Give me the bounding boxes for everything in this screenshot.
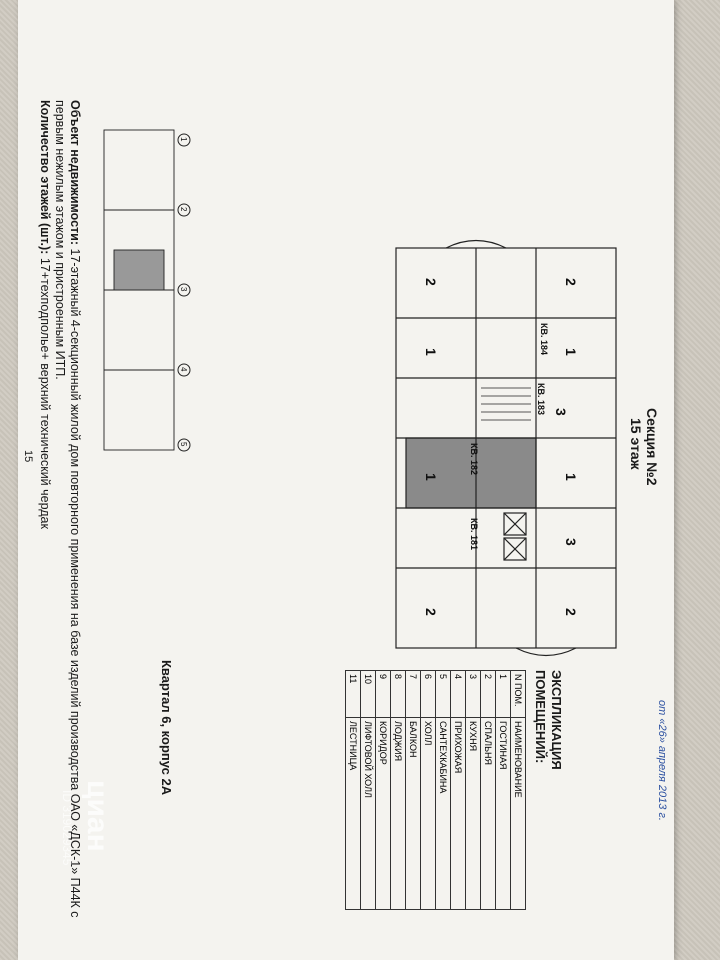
room-number: 9 <box>375 670 391 718</box>
room-name: БАЛКОН <box>405 717 421 910</box>
floor-plan: 2 1 3 1 3 2 2 1 1 2 КВ. 184 КВ. 183 КВ. 182 К… <box>395 239 617 657</box>
svg-text:3: 3 <box>179 287 188 292</box>
svg-text:5: 5 <box>179 442 188 447</box>
svg-text:1: 1 <box>563 473 579 481</box>
floors-line: Количество этажей (шт.): 17+техподполье+… <box>37 100 52 529</box>
floors-label: Количество этажей (шт.): <box>38 100 52 255</box>
room-number: 6 <box>420 670 436 718</box>
floors-text: 17+техподполье+ верхний технический черд… <box>38 254 52 529</box>
apt-184-label: КВ. 184 <box>539 323 549 355</box>
svg-text:1: 1 <box>423 348 439 356</box>
room-number: 1 <box>495 670 511 718</box>
svg-text:1: 1 <box>423 473 439 481</box>
svg-text:1: 1 <box>179 137 188 142</box>
svg-text:2: 2 <box>563 278 579 286</box>
room-number: 10 <box>360 670 376 718</box>
watermark-logo: циан <box>81 780 114 852</box>
svg-text:2: 2 <box>423 608 439 616</box>
table-header-row: N ПОМ. НАИМЕНОВАНИЕ <box>510 670 526 910</box>
document-page: Секция №2 15 этаж от «26» апреля 2013 г.… <box>18 0 674 960</box>
room-name: ХОЛЛ <box>420 717 436 910</box>
header-num: N ПОМ. <box>510 670 526 718</box>
explication-title: ЭКСПЛИКАЦИЯ <box>549 670 564 770</box>
svg-text:2: 2 <box>179 207 188 212</box>
object-line-2: первым нежилым этажом и пристроенным ИТП… <box>53 100 67 380</box>
room-name: КУХНЯ <box>465 717 481 910</box>
room-number: 2 <box>480 670 496 718</box>
svg-text:3: 3 <box>553 408 569 416</box>
room-name: САНТЕХКАБИНА <box>435 717 451 910</box>
room-number: 8 <box>390 670 406 718</box>
room-number: 11 <box>345 670 361 718</box>
room-name: ПРИХОЖАЯ <box>450 717 466 910</box>
section-mini-plan: 1 2 3 4 5 <box>103 129 191 452</box>
svg-text:2: 2 <box>563 608 579 616</box>
explication-subtitle: ПОМЕЩЕНИЙ: <box>533 670 548 764</box>
apt-183-label: КВ. 183 <box>536 383 546 415</box>
apt-182-label: КВ. 182 <box>469 443 479 475</box>
block-label: Квартал 6, корпус 2А <box>159 660 174 796</box>
room-number: 7 <box>405 670 421 718</box>
room-name: ЛИФТОВОЙ ХОЛЛ <box>360 717 376 910</box>
room-number: 4 <box>450 670 466 718</box>
room-name: КОРИДОР <box>375 717 391 910</box>
page-number: 15 <box>22 450 34 463</box>
header-name: НАИМЕНОВАНИЕ <box>510 717 526 910</box>
svg-text:1: 1 <box>563 348 579 356</box>
room-number: 5 <box>435 670 451 718</box>
room-number: 3 <box>465 670 481 718</box>
svg-text:4: 4 <box>179 367 188 372</box>
svg-text:3: 3 <box>563 538 579 546</box>
room-name: ЛЕСТНИЦА <box>345 717 361 910</box>
apt-181-label: КВ. 181 <box>469 518 479 550</box>
room-name: ГОСТИНАЯ <box>495 717 511 910</box>
section-title: Секция №2 <box>644 408 660 486</box>
watermark-id: ID 319029345 <box>60 790 74 866</box>
stamp-text: от «26» апреля 2013 г. <box>656 700 668 821</box>
room-name: СПАЛЬНЯ <box>480 717 496 910</box>
object-label: Объект недвижимости: <box>68 100 82 246</box>
room-name: ЛОДЖИЯ <box>390 717 406 910</box>
svg-text:2: 2 <box>423 278 439 286</box>
